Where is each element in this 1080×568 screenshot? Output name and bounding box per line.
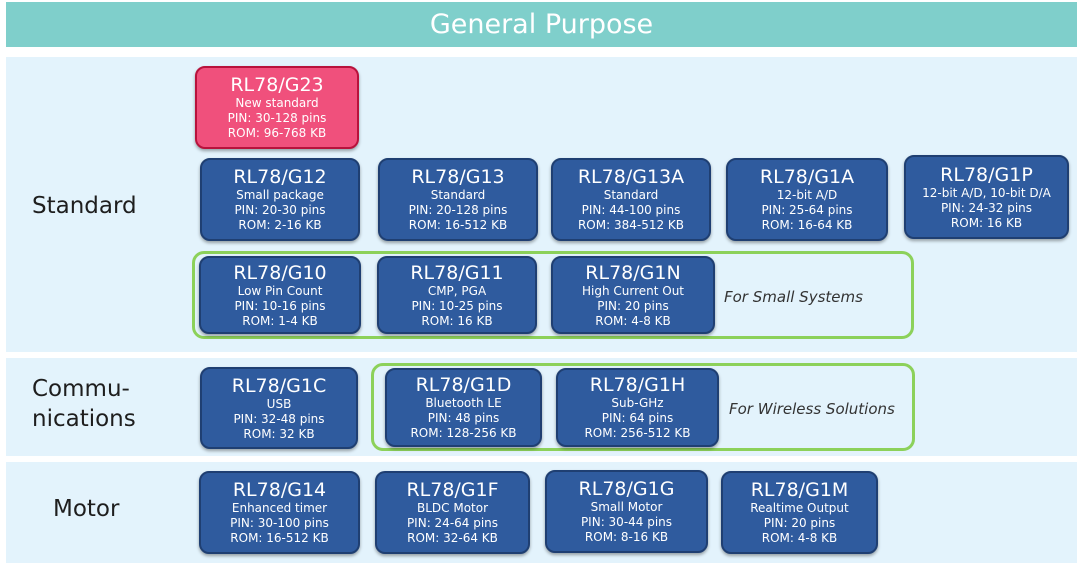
chip-desc: Low Pin Count — [237, 283, 323, 298]
chip-name: RL78/G11 — [410, 261, 504, 284]
chip-desc: 12-bit A/D, 10-bit D/A — [922, 185, 1051, 200]
chip-name: RL78/G1D — [415, 374, 512, 396]
chip-rom: ROM: 16 KB — [421, 313, 493, 328]
chip-rom: ROM: 32-64 KB — [407, 531, 498, 545]
standard-section: Standard — [6, 57, 1077, 352]
chip-pin: PIN: 20 pins — [763, 516, 836, 530]
chip-rl78-g10[interactable]: RL78/G10 Low Pin Count PIN: 10-16 pins R… — [199, 256, 361, 334]
chip-rl78-g13[interactable]: RL78/G13 Standard PIN: 20-128 pins ROM: … — [378, 158, 538, 241]
chip-desc: Standard — [430, 188, 486, 202]
chip-rom: ROM: 2-16 KB — [238, 218, 322, 232]
chip-name: RL78/G23 — [230, 74, 324, 96]
chip-name: RL78/G10 — [233, 261, 327, 284]
chip-rl78-g1m[interactable]: RL78/G1M Realtime Output PIN: 20 pins RO… — [721, 471, 878, 554]
chip-desc: Standard — [603, 188, 659, 202]
chip-pin: PIN: 48 pins — [427, 411, 500, 425]
chip-rom: ROM: 16-512 KB — [408, 218, 508, 232]
chip-rom: ROM: 16-512 KB — [230, 531, 329, 545]
chip-rom: ROM: 4-8 KB — [761, 531, 838, 545]
chip-rl78-g1c[interactable]: RL78/G1C USB PIN: 32-48 pins ROM: 32 KB — [200, 367, 358, 449]
chip-name: RL78/G1M — [750, 479, 849, 501]
communications-label-line2: nications — [32, 406, 136, 432]
chip-rl78-g1g[interactable]: RL78/G1G Small Motor PIN: 30-44 pins ROM… — [545, 470, 708, 553]
chip-rl78-g1d[interactable]: RL78/G1D Bluetooth LE PIN: 48 pins ROM: … — [385, 368, 542, 447]
chip-pin: PIN: 10-25 pins — [411, 298, 503, 313]
communications-label-line1: Commu- — [32, 376, 130, 402]
chip-pin: PIN: 20-128 pins — [408, 203, 508, 217]
chip-pin: PIN: 24-64 pins — [406, 516, 499, 530]
chip-pin: PIN: 25-64 pins — [761, 203, 853, 217]
chip-rl78-g14[interactable]: RL78/G14 Enhanced timer PIN: 30-100 pins… — [199, 471, 360, 554]
chip-rl78-g1p[interactable]: RL78/G1P 12-bit A/D, 10-bit D/A PIN: 24-… — [904, 155, 1069, 239]
chip-rom: ROM: 4-8 KB — [595, 313, 671, 328]
chip-rom: ROM: 16 KB — [950, 215, 1023, 230]
motor-section: Motor — [6, 462, 1077, 563]
page-title-text: General Purpose — [429, 9, 654, 40]
chip-rl78-g1f[interactable]: RL78/G1F BLDC Motor PIN: 24-64 pins ROM:… — [375, 471, 530, 554]
chip-rom: ROM: 32 KB — [243, 426, 315, 441]
chip-rl78-g23[interactable]: RL78/G23 New standard PIN: 30-128 pins R… — [195, 66, 359, 149]
chip-pin: PIN: 20 pins — [597, 298, 669, 313]
chip-name: RL78/G12 — [233, 166, 327, 188]
wireless-solutions-note: For Wireless Solutions — [729, 400, 895, 418]
chip-pin: PIN: 30-128 pins — [227, 111, 327, 125]
chip-desc: Realtime Output — [750, 501, 849, 515]
chip-desc: Enhanced timer — [231, 501, 328, 515]
chip-desc: CMP, PGA — [427, 283, 487, 298]
chip-name: RL78/G1G — [578, 478, 675, 500]
chip-rl78-g12[interactable]: RL78/G12 Small package PIN: 20-30 pins R… — [200, 158, 360, 241]
chip-name: RL78/G1P — [940, 163, 1033, 186]
chip-name: RL78/G14 — [232, 479, 327, 501]
chip-desc: High Current Out — [581, 283, 685, 298]
chip-pin: PIN: 44-100 pins — [581, 203, 681, 217]
chip-rom: ROM: 384-512 KB — [577, 218, 685, 232]
chip-rl78-g13a[interactable]: RL78/G13A Standard PIN: 44-100 pins ROM:… — [551, 158, 711, 241]
chip-rom: ROM: 256-512 KB — [584, 426, 691, 440]
chip-pin: PIN: 64 pins — [601, 411, 674, 425]
chip-rom: ROM: 16-64 KB — [761, 218, 853, 232]
chip-pin: PIN: 20-30 pins — [234, 203, 326, 217]
chip-desc: BLDC Motor — [416, 501, 489, 515]
chip-desc: Small package — [236, 188, 324, 202]
chip-name: RL78/G13 — [411, 166, 505, 188]
chip-rl78-g1a[interactable]: RL78/G1A 12-bit A/D PIN: 25-64 pins ROM:… — [726, 158, 888, 241]
chip-name: RL78/G13A — [577, 166, 685, 188]
motor-label: Motor — [53, 496, 120, 522]
chip-rl78-g1n[interactable]: RL78/G1N High Current Out PIN: 20 pins R… — [551, 256, 715, 334]
small-systems-note: For Small Systems — [724, 288, 863, 306]
chip-rl78-g1h[interactable]: RL78/G1H Sub-GHz PIN: 64 pins ROM: 256-5… — [556, 368, 719, 447]
chip-rom: ROM: 1-4 KB — [242, 313, 318, 328]
chip-name: RL78/G1N — [585, 261, 681, 284]
chip-name: RL78/G1F — [406, 479, 499, 501]
chip-pin: PIN: 24-32 pins — [940, 200, 1033, 215]
wireless-solutions-group — [371, 363, 915, 451]
chip-rom: ROM: 8-16 KB — [584, 530, 669, 544]
communications-label: Commu- nications — [32, 374, 202, 434]
chip-name: RL78/G1C — [231, 374, 327, 397]
chip-desc: Sub-GHz — [611, 396, 664, 410]
standard-label: Standard — [32, 193, 137, 219]
chip-pin: PIN: 30-44 pins — [580, 515, 673, 529]
chip-pin: PIN: 10-16 pins — [234, 298, 326, 313]
chip-name: RL78/G1H — [589, 374, 686, 396]
chip-desc: 12-bit A/D — [776, 188, 838, 202]
chip-pin: PIN: 30-100 pins — [230, 516, 329, 530]
chip-rom: ROM: 128-256 KB — [410, 426, 517, 440]
small-systems-group — [192, 251, 914, 339]
chip-desc: USB — [266, 396, 292, 411]
chip-desc: Small Motor — [590, 500, 663, 514]
chip-rl78-g11[interactable]: RL78/G11 CMP, PGA PIN: 10-25 pins ROM: 1… — [377, 256, 537, 334]
chip-desc: New standard — [235, 96, 319, 110]
page-title: General Purpose — [6, 2, 1077, 47]
chip-rom: ROM: 96-768 KB — [227, 126, 327, 140]
chip-desc: Bluetooth LE — [425, 396, 502, 410]
chip-pin: PIN: 32-48 pins — [233, 411, 325, 426]
chip-name: RL78/G1A — [759, 166, 855, 188]
